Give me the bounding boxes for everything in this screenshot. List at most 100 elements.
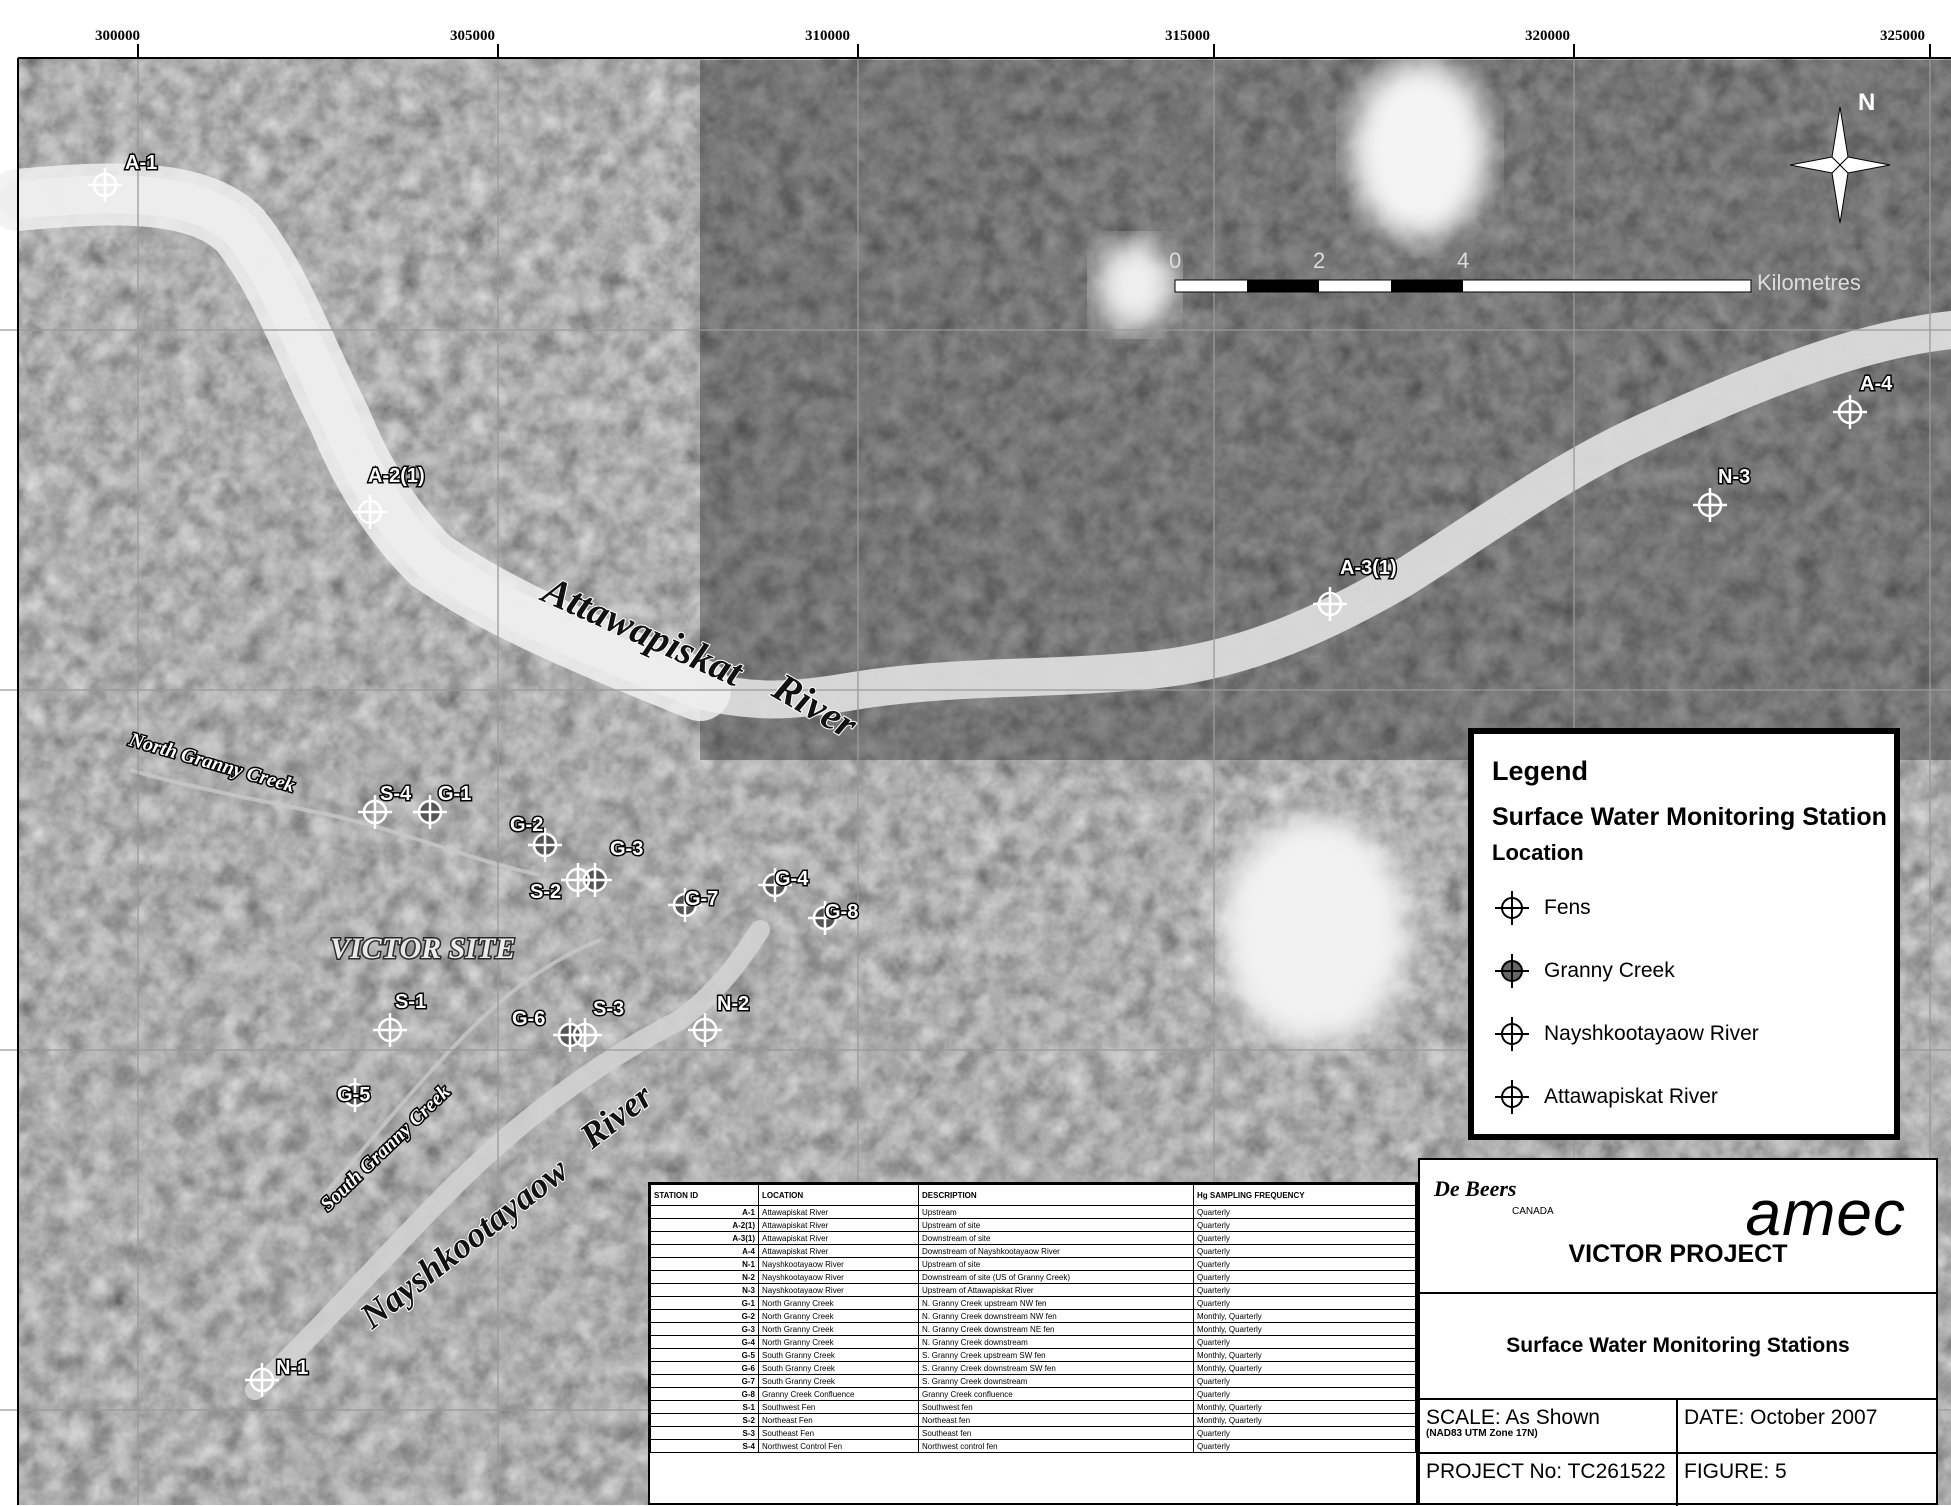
- victor-site-label: VICTOR SITE: [330, 932, 515, 965]
- station-crosshair-icon[interactable]: [353, 495, 387, 529]
- station-label: S-3: [593, 998, 624, 1020]
- easting-label: 325000: [1880, 28, 1925, 44]
- north-granny-creek: [129, 768, 541, 877]
- cell-location: South Granny Creek: [758, 1374, 919, 1388]
- granny-creek-station-icon[interactable]: [528, 828, 562, 862]
- debeers-logo: De Beers: [1434, 1176, 1517, 1201]
- cell-frequency: Quarterly: [1193, 1439, 1416, 1453]
- legend-panel: Legend Surface Water Monitoring Station …: [1468, 728, 1900, 1140]
- legend-title: Legend: [1492, 756, 1589, 786]
- station-crosshair-icon[interactable]: [245, 1363, 279, 1397]
- cell-frequency: Quarterly: [1193, 1218, 1416, 1232]
- cell-frequency: Quarterly: [1193, 1231, 1416, 1245]
- station-label: G-5: [337, 1084, 370, 1106]
- logo-row: De Beers CANADA amec VICTOR PROJECT: [1420, 1160, 1936, 1294]
- cell-description: Southwest fen: [918, 1400, 1194, 1414]
- station-label: N-3: [1718, 466, 1750, 488]
- station-crosshair-icon[interactable]: [88, 168, 122, 202]
- station-label: N-2: [717, 993, 749, 1015]
- station-crosshair-icon[interactable]: [1313, 587, 1347, 621]
- cell-station-id: N-1: [650, 1257, 759, 1271]
- granny-creek-station-icon[interactable]: [338, 1078, 372, 1112]
- station-table-panel: STATION ID LOCATION DESCRIPTION Hg SAMPL…: [648, 1182, 1418, 1505]
- cell-frequency: Quarterly: [1193, 1205, 1416, 1219]
- cell-station-id: N-3: [650, 1283, 759, 1297]
- header-frequency: Hg SAMPLING FREQUENCY: [1193, 1184, 1416, 1206]
- cell-location: Attawapiskat River: [758, 1205, 919, 1219]
- cell-location: North Granny Creek: [758, 1322, 919, 1336]
- cell-frequency: Quarterly: [1193, 1426, 1416, 1440]
- cell-description: Downstream of site (US of Granny Creek): [918, 1270, 1194, 1284]
- cell-station-id: S-2: [650, 1413, 759, 1427]
- legend-location-label: Location: [1492, 840, 1584, 865]
- cell-location: Northeast Fen: [758, 1413, 919, 1427]
- station-label: A-2(1): [368, 465, 425, 487]
- cell-frequency: Monthly, Quarterly: [1193, 1348, 1416, 1362]
- project-title: VICTOR PROJECT: [1568, 1240, 1788, 1268]
- cell-description: Granny Creek confluence: [918, 1387, 1194, 1401]
- station-label: G-7: [685, 888, 718, 910]
- cell-location: South Granny Creek: [758, 1361, 919, 1375]
- cell-station-id: G-4: [650, 1335, 759, 1349]
- legend-item: Nayshkootayaow River: [1492, 1002, 1894, 1065]
- crosshair-filled-icon: [1495, 953, 1529, 988]
- cell-description: Northeast fen: [918, 1413, 1194, 1427]
- attawapiskat-river-upper: [0, 163, 731, 721]
- dark-forest-region: [700, 60, 1951, 760]
- legend-item-label: Fens: [1544, 895, 1591, 919]
- station-crosshair-icon[interactable]: [358, 795, 392, 829]
- station-label: G-3: [610, 838, 643, 860]
- station-table: STATION ID LOCATION DESCRIPTION Hg SAMPL…: [650, 1184, 1416, 1453]
- legend-item: Attawapiskat River: [1492, 1065, 1894, 1128]
- cell-frequency: Monthly, Quarterly: [1193, 1413, 1416, 1427]
- cell-station-id: G-2: [650, 1309, 759, 1323]
- station-crosshair-icon[interactable]: [1693, 488, 1727, 522]
- cell-station-id: S-4: [650, 1439, 759, 1453]
- granny-creek-station-icon[interactable]: [668, 888, 702, 922]
- north-arrow-icon: N: [1789, 89, 1891, 224]
- crosshair-icon: [1495, 1079, 1529, 1114]
- station-label: G-8: [825, 901, 858, 923]
- easting-label: 305000: [450, 28, 495, 44]
- legend-item: Granny Creek: [1492, 939, 1894, 1002]
- project-figure-row: PROJECT No: TC261522 FIGURE: 5: [1420, 1454, 1936, 1506]
- nayshkootayaow-river-channel: [245, 920, 770, 1400]
- station-crosshair-icon[interactable]: [1833, 395, 1867, 429]
- cell-description: N. Granny Creek downstream NW fen: [918, 1309, 1194, 1323]
- cell-station-id: G-1: [650, 1296, 759, 1310]
- cell-description: Northwest control fen: [918, 1439, 1194, 1453]
- cell-frequency: Quarterly: [1193, 1257, 1416, 1271]
- granny-creek-station-icon[interactable]: [413, 795, 447, 829]
- cell-location: Northwest Control Fen: [758, 1439, 919, 1453]
- station-crosshair-icon[interactable]: [373, 1013, 407, 1047]
- header-location: LOCATION: [758, 1184, 919, 1206]
- cell-station-id: A-1: [650, 1205, 759, 1219]
- cell-description: N. Granny Creek upstream NW fen: [918, 1296, 1194, 1310]
- granny-creek-station-icon[interactable]: [758, 868, 792, 902]
- scale-label-2: 2: [1313, 248, 1325, 273]
- cell-location: North Granny Creek: [758, 1296, 919, 1310]
- header-description: DESCRIPTION: [918, 1184, 1194, 1206]
- cell-location: Attawapiskat River: [758, 1218, 919, 1232]
- station-label: G-1: [438, 783, 471, 805]
- easting-label: 320000: [1525, 28, 1570, 44]
- south-granny-creek: [318, 938, 601, 1202]
- cell-description: S. Granny Creek downstream: [918, 1374, 1194, 1388]
- legend-item-label: Attawapiskat River: [1544, 1084, 1718, 1108]
- cell-location: Nayshkootayaow River: [758, 1270, 919, 1284]
- granny-creek-station-icon[interactable]: [808, 901, 842, 935]
- cell-station-id: G-5: [650, 1348, 759, 1362]
- station-crosshair-icon[interactable]: [561, 863, 595, 897]
- station-crosshair-icon[interactable]: [568, 1018, 602, 1052]
- cell-location: North Granny Creek: [758, 1309, 919, 1323]
- station-crosshair-icon[interactable]: [688, 1013, 722, 1047]
- cell-description: Southeast fen: [918, 1426, 1194, 1440]
- drawing-title: Surface Water Monitoring Stations: [1420, 1294, 1936, 1400]
